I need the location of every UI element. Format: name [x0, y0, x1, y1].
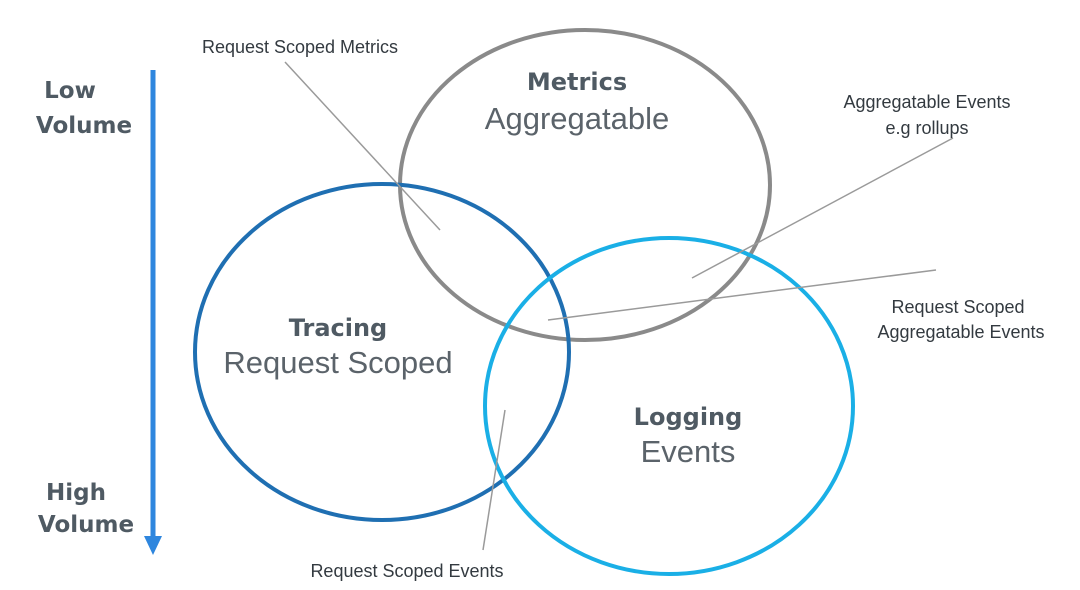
leader-request-scoped-aggregatable-events — [547, 269, 937, 321]
callout-request-scoped-events: Request Scoped Events — [310, 561, 503, 581]
high-volume-label-line2: Volume — [38, 512, 134, 538]
logging-subtitle: Events — [641, 434, 736, 469]
leader-lines — [284, 61, 954, 551]
logging-title: Logging — [634, 403, 743, 431]
low-volume-label-line1: Low — [44, 78, 96, 104]
leader-aggregatable-events — [691, 137, 954, 279]
metrics-title: Metrics — [527, 68, 627, 96]
callout-aggregatable-events-line1: Aggregatable Events — [843, 92, 1010, 112]
tracing-circle — [193, 182, 571, 522]
volume-arrowhead-icon — [144, 536, 162, 555]
volume-axis: Low Volume High Volume — [36, 70, 162, 555]
high-volume-label-line1: High — [46, 480, 106, 506]
callout-aggregatable-events-line2: e.g rollups — [885, 118, 968, 138]
tracing-subtitle: Request Scoped — [223, 345, 452, 380]
metrics-subtitle: Aggregatable — [485, 101, 669, 136]
leader-request-scoped-events — [482, 409, 506, 551]
callout-request-scoped-aggregatable-line1: Request Scoped — [891, 297, 1024, 317]
callout-request-scoped-aggregatable-line2: Aggregatable Events — [877, 322, 1044, 342]
callout-request-scoped-metrics: Request Scoped Metrics — [202, 37, 398, 57]
tracing-title: Tracing — [289, 314, 387, 342]
leader-request-scoped-metrics — [284, 61, 441, 231]
low-volume-label-line2: Volume — [36, 113, 132, 139]
logging-circle — [483, 236, 855, 576]
